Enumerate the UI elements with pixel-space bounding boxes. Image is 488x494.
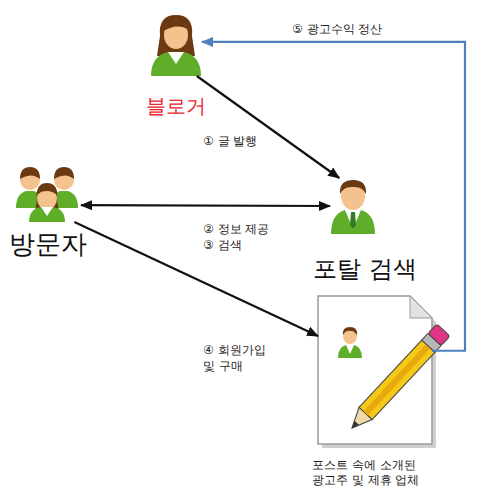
node-label: 블로거 xyxy=(136,94,216,119)
actor-node: 블로거 xyxy=(150,14,202,76)
connector xyxy=(197,76,339,178)
connector xyxy=(74,222,318,336)
document-icon xyxy=(318,296,450,448)
visitors-icon xyxy=(16,167,78,222)
connector xyxy=(202,42,465,351)
edge-label: ② 정보 제공 ③ 검색 xyxy=(203,221,279,253)
connector xyxy=(81,204,330,207)
blogger-icon xyxy=(151,15,201,76)
edge-label: ① 글 발행 xyxy=(203,133,293,149)
node-label: 포탈 검색 xyxy=(300,254,430,284)
edge-label: ④ 회원가입 및 구매 xyxy=(203,342,275,374)
document-node: 포스트 속에 소개된 광고주 및 제휴 업체 xyxy=(318,296,432,444)
edge-label: ⑤ 광고수익 정산 xyxy=(292,21,462,37)
actor-node: 방문자 xyxy=(15,166,81,222)
node-label: 포스트 속에 소개된 광고주 및 제휴 업체 xyxy=(312,458,444,488)
node-label: 방문자 xyxy=(7,228,89,261)
actor-node: 포탈 검색 xyxy=(330,178,376,234)
portal-icon xyxy=(331,180,375,234)
